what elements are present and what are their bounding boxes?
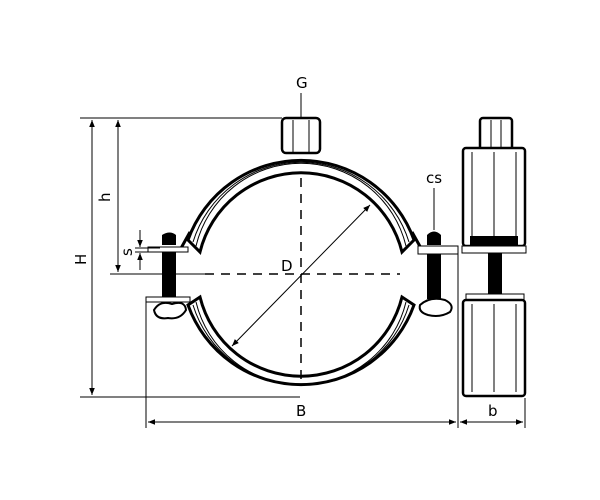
label-G: G — [296, 74, 308, 92]
lower-clamp-half — [186, 294, 416, 387]
upper-clamp-half — [178, 158, 424, 255]
diameter-dimension — [231, 204, 371, 347]
side-view — [461, 116, 527, 398]
label-s: s — [118, 248, 136, 256]
label-cs: cs — [426, 169, 442, 187]
label-H: H — [72, 254, 90, 265]
right-screw — [417, 231, 459, 317]
label-h: h — [96, 192, 114, 202]
label-D: D — [281, 257, 293, 275]
label-b: b — [488, 402, 498, 420]
left-screw — [145, 232, 191, 320]
top-nut — [280, 116, 322, 155]
label-B: B — [296, 402, 306, 420]
